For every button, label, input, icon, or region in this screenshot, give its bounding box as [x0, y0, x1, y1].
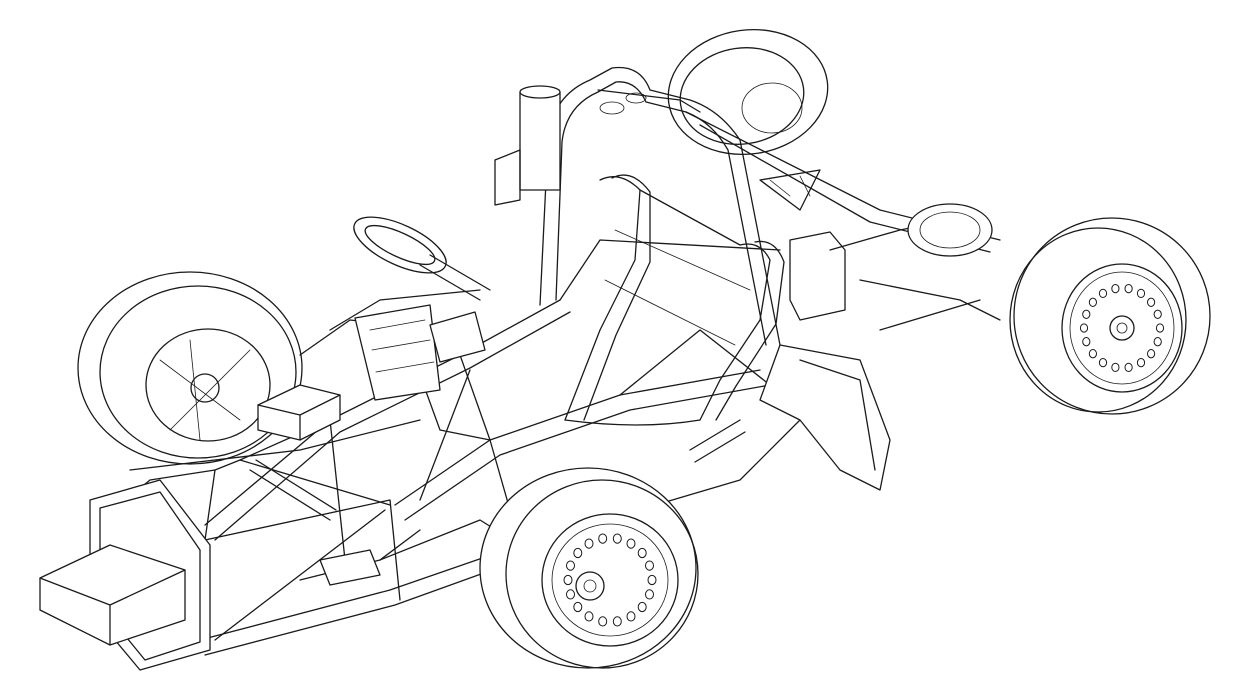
hub-hole	[1155, 323, 1165, 333]
hub-hole	[573, 601, 583, 613]
hub-hole	[1124, 362, 1133, 373]
hub-hole	[626, 538, 636, 549]
hub-hole	[1079, 323, 1089, 333]
hub-hole	[598, 533, 608, 544]
hub-hole	[1082, 309, 1091, 319]
rear-right-wheel	[1009, 217, 1211, 415]
front-cross-box	[257, 384, 341, 441]
hub-hole	[1088, 349, 1098, 359]
hub-hole	[647, 574, 657, 586]
hub-hole	[573, 547, 583, 559]
hub-hole	[626, 611, 636, 622]
front-left-wheel	[77, 271, 303, 465]
hub-hole	[1088, 297, 1098, 307]
hub-hole	[566, 560, 575, 571]
hub-hole	[1136, 357, 1146, 368]
hub-hole	[584, 611, 594, 622]
hub-hole	[612, 616, 622, 627]
front-lower-box	[319, 549, 381, 586]
hub-hole	[1111, 283, 1120, 294]
steering-assembly	[353, 216, 491, 301]
hub-hole	[1124, 283, 1133, 294]
hub-hole	[1111, 362, 1120, 373]
seat	[564, 174, 785, 426]
hub-hole	[1082, 337, 1091, 347]
hub-hole	[1098, 357, 1108, 368]
front-right-hub-holes	[563, 533, 657, 627]
hub-hole	[637, 601, 647, 613]
front-bulkhead	[39, 479, 211, 671]
hub-hole	[566, 589, 575, 600]
intake-cylinder	[494, 85, 561, 206]
hub-hole	[1098, 288, 1108, 299]
front-right-wheel	[479, 467, 699, 669]
hub-hole	[1153, 337, 1162, 347]
hub-hole	[1147, 349, 1156, 359]
hub-hole	[645, 589, 654, 600]
hub-hole	[1136, 288, 1146, 299]
dash-panel	[354, 304, 486, 401]
hub-hole	[598, 616, 608, 627]
hub-hole	[612, 533, 622, 544]
hub-hole	[1153, 309, 1162, 319]
hub-hole	[563, 574, 573, 586]
hub-hole	[1147, 297, 1156, 307]
hub-hole	[645, 560, 654, 571]
rear-suspension	[789, 203, 1001, 331]
hub-hole	[584, 538, 594, 549]
rear-right-hub-holes	[1079, 283, 1165, 373]
side-fairing	[759, 344, 891, 491]
hub-hole	[637, 547, 647, 559]
